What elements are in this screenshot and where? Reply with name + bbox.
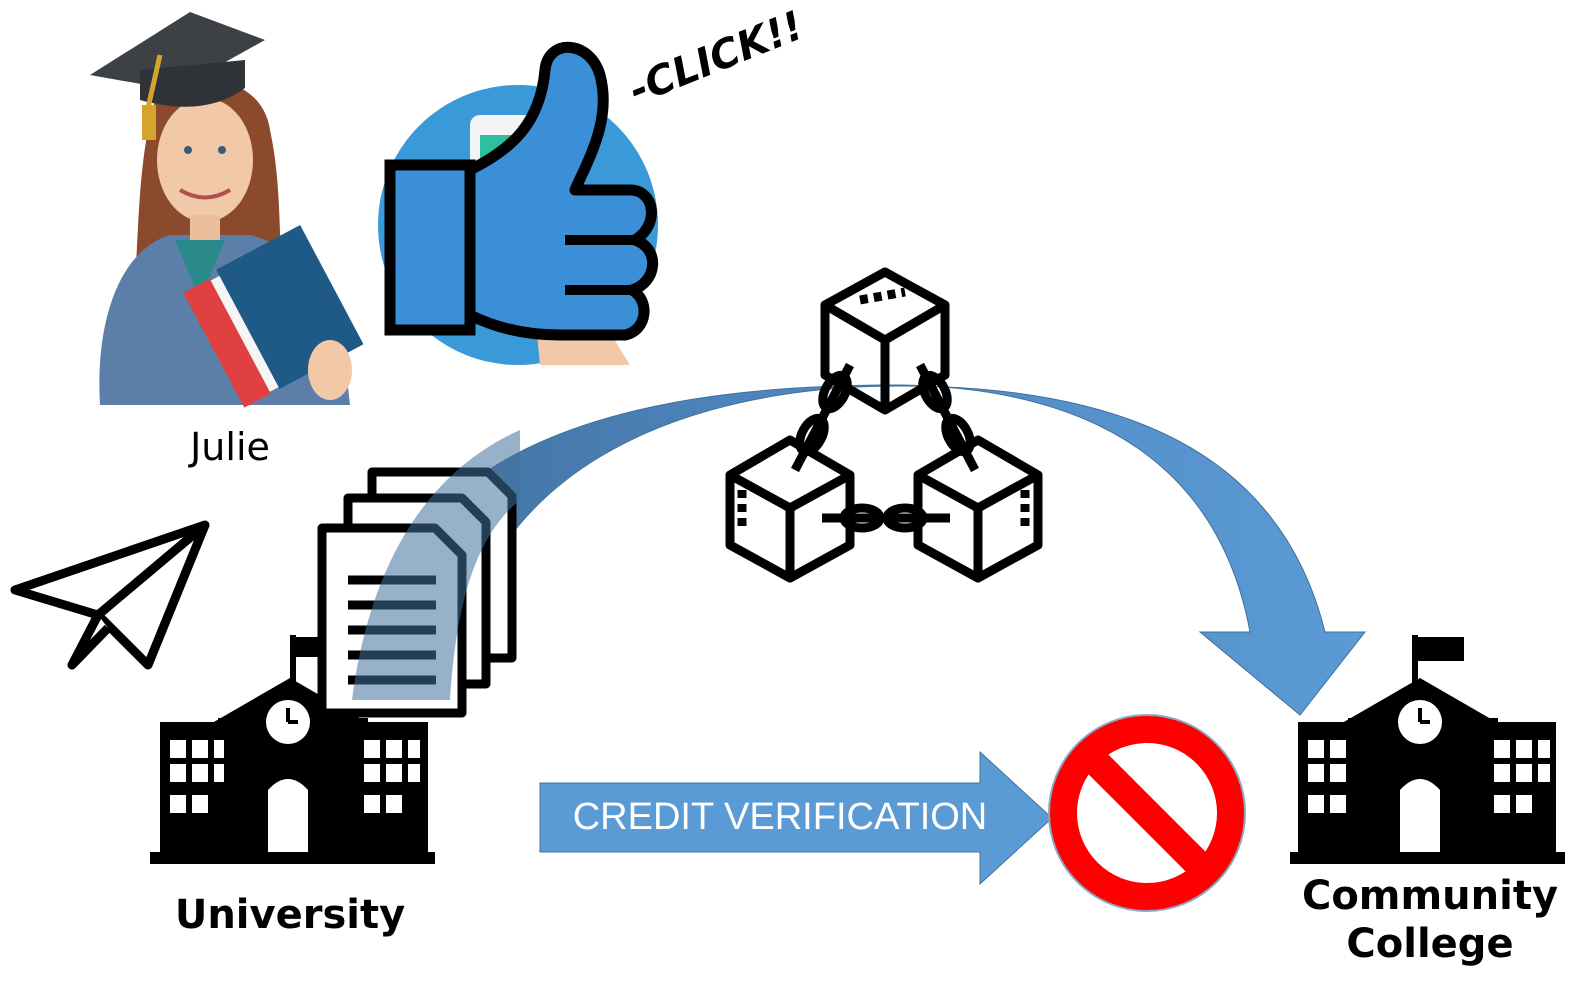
community-college-label: Community College [1301,873,1559,967]
no-entry-icon [1048,714,1246,912]
community-college-building-icon [1290,635,1565,864]
student-photo [90,12,364,408]
university-building-icon [150,635,435,864]
paper-plane-icon [10,520,210,670]
blockchain-network-icon [725,267,1043,583]
credit-verification-label: CREDIT VERIFICATION [572,796,988,838]
thumbs-up-phone-icon [378,41,659,365]
credit-verification-arrow [539,750,1053,886]
university-label: University [174,892,406,938]
student-name-label: Julie [190,425,270,469]
